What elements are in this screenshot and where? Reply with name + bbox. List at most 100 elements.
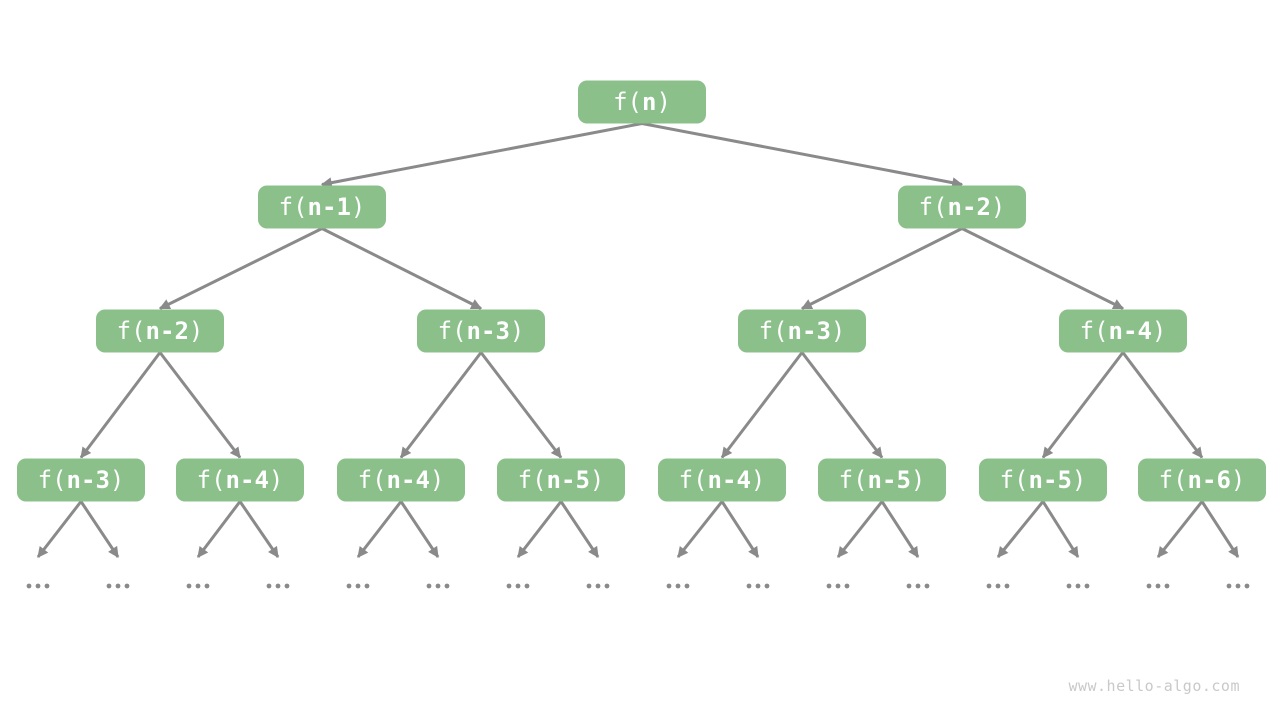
ellipsis-dot [906,583,912,589]
leaf-arrow-c8 [1156,500,1204,558]
ellipsis-dot [924,583,930,589]
tree-node-a2: f(n-2) [898,185,1026,229]
ellipsis-dots [106,583,130,589]
ellipsis-dots [346,583,370,589]
tree-edge-a1-b1 [159,227,323,310]
leaf-arrow-c2 [196,500,242,558]
leaf-arrow-c6 [880,500,920,558]
ellipsis-dots [186,583,210,589]
node-label: f(n-4) [1080,317,1167,345]
leaf-arrow-c1 [79,500,120,558]
leaf-arrow-c2 [238,500,280,558]
node-label: f(n-5) [839,466,926,494]
ellipsis-dot [1164,583,1170,589]
ellipsis-dot [506,583,512,589]
node-box [176,458,304,502]
leaf-arrow-c3 [356,500,403,558]
node-box [17,458,145,502]
node-label: f(n-4) [679,466,766,494]
ellipsis-dot [35,583,41,589]
node-box [1138,458,1266,502]
ellipsis-dot [746,583,752,589]
tree-node-b4: f(n-4) [1059,309,1187,353]
ellipsis-dot [284,583,290,589]
dots-layer [26,583,1250,589]
ellipsis-dot [444,583,450,589]
ellipsis-dots [906,583,930,589]
ellipsis-dot [1066,583,1072,589]
ellipsis-dot [1084,583,1090,589]
node-box [738,309,866,353]
ellipsis-dots [986,583,1010,589]
ellipsis-dot [426,583,432,589]
leaf-arrow-c8 [1200,500,1240,558]
node-label: f(n-6) [1159,466,1246,494]
ellipsis-dot [755,583,761,589]
ellipsis-dots [586,583,610,589]
tree-edge-root-a1 [320,122,643,188]
ellipsis-dot [1075,583,1081,589]
tree-edge-b2-c3 [399,351,483,459]
node-label: f(n-4) [358,466,445,494]
ellipsis-dot [666,583,672,589]
node-box [658,458,786,502]
leaf-arrow-c1 [36,500,83,558]
ellipsis-dot [195,583,201,589]
leaf-arrow-c4 [516,500,563,558]
node-box [497,458,625,502]
ellipsis-dot [364,583,370,589]
ellipsis-dot [106,583,112,589]
tree-edge-root-a2 [641,122,964,188]
ellipsis-dot [115,583,121,589]
ellipsis-dot [586,583,592,589]
node-box [1059,309,1187,353]
tree-edge-b1-c1 [79,351,162,459]
ellipsis-dot [346,583,352,589]
ellipsis-dots [266,583,290,589]
leaf-arrow-c5 [720,500,760,558]
ellipsis-dot [1004,583,1010,589]
leaf-arrow-c6 [836,500,884,558]
node-label: f(n-5) [518,466,605,494]
leaf-arrow-c7 [996,500,1045,558]
ellipsis-dot [826,583,832,589]
ellipsis-dot [355,583,361,589]
node-box [578,80,706,124]
tree-edge-a2-b4 [961,227,1124,310]
node-box [96,309,224,353]
ellipsis-dot [604,583,610,589]
node-box [818,458,946,502]
watermark: www.hello-algo.com [1068,677,1240,695]
ellipsis-dot [675,583,681,589]
ellipsis-dots [1146,583,1170,589]
ellipsis-dots [746,583,770,589]
ellipsis-dot [435,583,441,589]
tree-node-c1: f(n-3) [17,458,145,502]
tree-node-c6: f(n-5) [818,458,946,502]
node-label: f(n-5) [1000,466,1087,494]
ellipsis-dot [44,583,50,589]
tree-edge-b3-c5 [720,351,804,459]
node-box [337,458,465,502]
tree-node-c2: f(n-4) [176,458,304,502]
ellipsis-dot [266,583,272,589]
node-label: f(n-3) [759,317,846,345]
tree-node-c7: f(n-5) [979,458,1107,502]
ellipsis-dots [1226,583,1250,589]
tree-node-root: f(n) [578,80,706,124]
ellipsis-dots [1066,583,1090,589]
tree-edge-b3-c6 [800,351,884,459]
ellipsis-dot [915,583,921,589]
tree-node-a1: f(n-1) [258,185,386,229]
ellipsis-dot [1235,583,1241,589]
ellipsis-dot [835,583,841,589]
tree-edge-b1-c2 [158,351,242,459]
tree-edge-a2-b3 [801,227,963,310]
tree-edge-b4-c7 [1041,351,1125,459]
node-box [258,185,386,229]
ellipsis-dot [1244,583,1250,589]
ellipsis-dot [986,583,992,589]
ellipsis-dot [515,583,521,589]
ellipsis-dots [426,583,450,589]
